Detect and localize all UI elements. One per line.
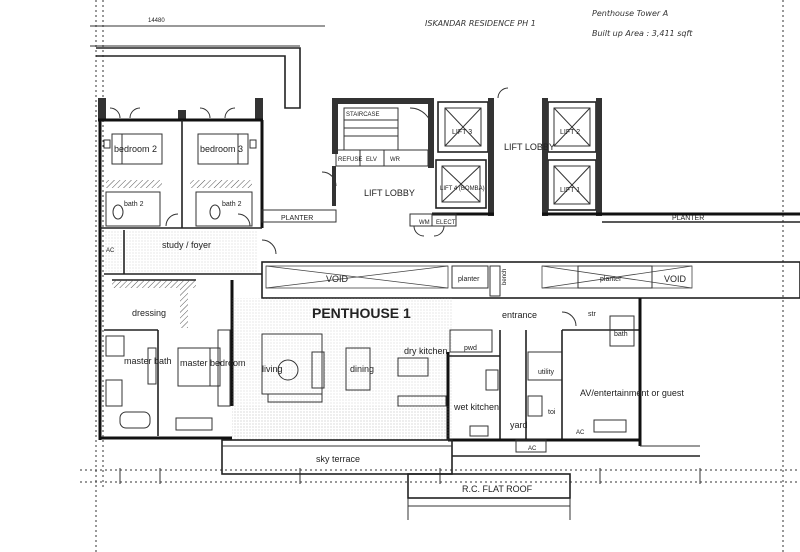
void-right-label: VOID	[664, 274, 687, 284]
lift-1-label: LIFT 1	[560, 187, 580, 194]
lift-3-label: LIFT 3	[452, 129, 472, 136]
wr-label: WR	[390, 157, 401, 163]
entrance-label: entrance	[502, 310, 537, 320]
void-left-label: VOID	[326, 274, 349, 284]
bedroom-3-label: bedroom 3	[200, 144, 243, 154]
void-strip	[261, 261, 800, 299]
lift-4-label: LIFT 4 (BOMBA)	[440, 186, 485, 192]
ac-right-label: AC	[576, 430, 585, 436]
grid-lines	[80, 0, 800, 552]
lift-2-label: LIFT 2	[560, 129, 580, 136]
roof-edge	[96, 47, 301, 109]
sky-terrace-label: sky terrace	[316, 454, 360, 464]
living-label: living	[262, 364, 283, 374]
bedroom-2-label: bedroom 2	[114, 144, 157, 154]
study-floor	[104, 230, 258, 274]
refuse-label: REFUSE	[338, 157, 362, 163]
staircase-label: STAIRCASE	[346, 112, 380, 118]
str-label: str	[588, 311, 596, 318]
planter-mid-label: planter	[458, 276, 480, 283]
core-block	[321, 87, 800, 237]
ac-left-label: AC	[106, 248, 115, 254]
dry-kitchen-label: dry kitchen	[404, 346, 448, 356]
wm-label: WM	[419, 220, 430, 226]
toi-label: toi	[548, 409, 556, 416]
dressing-label: dressing	[132, 308, 166, 318]
av-label: AV/entertainment or guest	[580, 388, 684, 398]
terrace-area	[221, 406, 700, 520]
plan-title: PENTHOUSE 1	[312, 305, 411, 321]
dining-label: dining	[350, 364, 374, 374]
utility-label: utility	[538, 369, 554, 376]
flat-roof-label: R.C. FLAT ROOF	[462, 484, 533, 494]
study-label: study / foyer	[162, 240, 211, 250]
bath-right-label: bath	[614, 331, 628, 338]
master-bedroom-label: master bedroom	[180, 358, 246, 368]
lift-lobby-left-label: LIFT LOBBY	[364, 188, 415, 198]
dimension-label: 14480	[148, 18, 165, 24]
pwd-label: pwd	[464, 345, 477, 352]
yard-label: yard	[510, 420, 528, 430]
bench-label: bench	[502, 269, 508, 285]
tower-note: Penthouse Tower A	[592, 9, 668, 18]
lift-lobby-right-label: LIFT LOBBY	[504, 142, 555, 152]
planter-right-label: PLANTER	[672, 215, 704, 222]
bath-2a-label: bath 2	[124, 201, 144, 208]
wet-kitchen-label: wet kitchen	[453, 402, 499, 412]
elect-label: ELECT	[436, 220, 456, 226]
ac-bottom-label: AC	[528, 446, 537, 452]
service-area	[446, 298, 642, 453]
elv-label: ELV	[366, 157, 377, 163]
master-bath-label: master bath	[124, 356, 172, 366]
area-note: Built up Area : 3,411 sqft	[592, 29, 693, 38]
bath-2b-label: bath 2	[222, 201, 242, 208]
planter-top-label: PLANTER	[281, 215, 313, 222]
planter-mid2-label: planter	[600, 276, 622, 283]
project-note: ISKANDAR RESIDENCE PH 1	[425, 19, 536, 28]
